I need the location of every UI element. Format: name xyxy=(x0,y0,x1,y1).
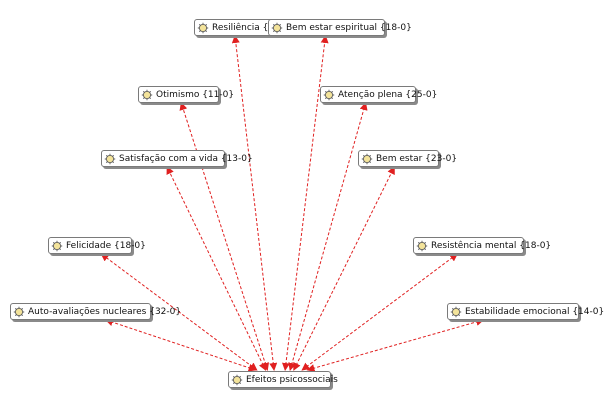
node-estabilidade-emocional[interactable]: Estabilidade emocional {14-0} xyxy=(447,303,604,320)
code-icon xyxy=(104,153,116,165)
node-label: Felicidade {18-0} xyxy=(66,240,146,251)
edge-satisfacao xyxy=(166,166,267,371)
node-resiliencia[interactable]: Resiliência {28-0} xyxy=(194,19,295,36)
edge-auto-avaliacoes xyxy=(104,318,257,372)
node-resistencia-mental[interactable]: Resistência mental {18-0} xyxy=(413,237,551,254)
node-felicidade[interactable]: Felicidade {18-0} xyxy=(48,237,146,254)
node-auto-avaliacoes[interactable]: Auto-avaliações nucleares {32-0} xyxy=(10,303,181,320)
node-label: Efeitos psicossociais xyxy=(246,374,338,385)
node-label: Resistência mental {18-0} xyxy=(431,240,552,251)
node-bem-estar-espiritual[interactable]: Bem estar espiritual {18-0} xyxy=(268,19,412,36)
edges-layer xyxy=(100,35,485,372)
node-otimismo[interactable]: Otimismo {11-0} xyxy=(138,86,234,103)
node-label: Resiliência {28-0} xyxy=(212,22,295,33)
node-label: Atenção plena {25-0} xyxy=(338,89,438,100)
code-icon xyxy=(416,240,428,252)
node-label: Bem estar espiritual {18-0} xyxy=(286,22,412,33)
node-label: Estabilidade emocional {14-0} xyxy=(465,306,604,317)
node-atencao-plena[interactable]: Atenção plena {25-0} xyxy=(320,86,437,103)
code-icon xyxy=(323,89,335,101)
edge-estabilidade-emocional xyxy=(306,318,485,372)
node-label: Satisfação com a vida {13-0} xyxy=(119,153,253,164)
node-satisfacao[interactable]: Satisfação com a vida {13-0} xyxy=(101,150,253,167)
edge-resistencia-mental xyxy=(301,253,458,371)
code-icon xyxy=(141,89,153,101)
code-icon xyxy=(361,153,373,165)
node-label: Bem estar {23-0} xyxy=(376,153,458,164)
code-icon xyxy=(13,306,25,318)
code-icon xyxy=(450,306,462,318)
node-label: Auto-avaliações nucleares {32-0} xyxy=(28,306,182,317)
code-icon xyxy=(197,22,209,34)
edge-bem-estar xyxy=(293,166,395,371)
node-label: Otimismo {11-0} xyxy=(156,89,235,100)
edge-atencao-plena xyxy=(288,102,368,371)
edge-otimismo xyxy=(179,102,270,371)
code-icon xyxy=(51,240,63,252)
code-icon xyxy=(231,374,243,386)
node-bem-estar[interactable]: Bem estar {23-0} xyxy=(358,150,457,167)
edge-bem-estar-espiritual xyxy=(282,35,329,371)
node-efeitos-psicossociais[interactable]: Efeitos psicossociais xyxy=(228,371,338,388)
code-icon xyxy=(271,22,283,34)
edge-resiliencia xyxy=(231,35,278,371)
